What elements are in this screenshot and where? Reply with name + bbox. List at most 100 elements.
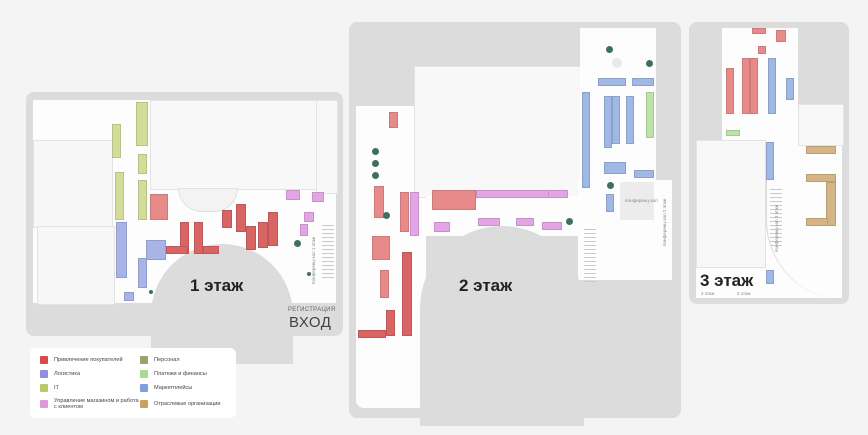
floor-3-room <box>798 104 844 146</box>
stand-logistics[interactable] <box>124 292 134 301</box>
floor-2-stairs <box>584 228 596 282</box>
tree-marker <box>566 218 573 225</box>
floor-3-room <box>696 140 766 268</box>
stand-marketplace[interactable] <box>604 96 612 148</box>
legend-label: IT <box>54 384 59 391</box>
stand-it[interactable] <box>115 172 124 220</box>
stand-acquisition[interactable] <box>402 252 412 336</box>
stand-marketplace[interactable] <box>766 142 774 180</box>
stand-store-management[interactable] <box>542 222 562 230</box>
stand-acquisition[interactable] <box>386 310 395 336</box>
stand-store-management[interactable] <box>410 192 419 236</box>
stand-acquisition[interactable] <box>750 58 758 114</box>
floor-3-label: 3 этаж <box>700 271 754 290</box>
legend-label: Платежи и финансы <box>154 370 207 377</box>
stand-acquisition[interactable] <box>258 222 268 248</box>
stand-industry[interactable] <box>806 146 836 154</box>
floor-1-atrium <box>151 244 293 364</box>
stand-marketplace[interactable] <box>632 78 654 86</box>
stand-it[interactable] <box>138 154 147 174</box>
stand-acquisition[interactable] <box>150 194 168 220</box>
tree-marker <box>372 172 379 179</box>
stand-store-management[interactable] <box>434 222 450 232</box>
entrance-registration-label: РЕГИСТРАЦИЯ <box>288 307 336 313</box>
stand-acquisition[interactable] <box>372 236 390 260</box>
stand-acquisition[interactable] <box>380 270 389 298</box>
legend-item: Привлечение покупателей <box>40 356 123 364</box>
floor-1-room <box>150 100 318 190</box>
stand-marketplace[interactable] <box>626 96 634 144</box>
stand-it[interactable] <box>112 124 121 158</box>
stand-store-management[interactable] <box>548 190 568 198</box>
stand-acquisition[interactable] <box>389 112 398 128</box>
stand-acquisition[interactable] <box>246 226 256 250</box>
stand-store-management[interactable] <box>304 212 314 222</box>
stand-store-management[interactable] <box>312 192 324 202</box>
stand-acquisition[interactable] <box>752 28 766 34</box>
stand-payments[interactable] <box>726 130 740 136</box>
legend-item: Логистика <box>40 370 80 378</box>
legend: Привлечение покупателей Персонал Логисти… <box>30 348 236 418</box>
tree-marker <box>307 272 311 276</box>
stand-store-management[interactable] <box>286 190 300 200</box>
legend-item: Управление магазином и работа с клиентом <box>40 398 142 411</box>
stand-acquisition[interactable] <box>374 186 384 218</box>
stand-acquisition[interactable] <box>776 30 786 42</box>
tree-marker <box>372 160 379 167</box>
legend-label: Управление магазином и работа с клиентом <box>54 398 139 411</box>
stand-acquisition[interactable] <box>358 330 386 338</box>
floor-1-stairs <box>322 222 334 278</box>
stand-acquisition[interactable] <box>268 212 278 246</box>
legend-swatch <box>140 356 148 364</box>
legend-swatch <box>140 384 148 392</box>
tree-marker <box>294 240 301 247</box>
floor-2-atrium <box>420 226 584 426</box>
stand-marketplace[interactable] <box>768 58 776 114</box>
floor-2-room <box>620 182 654 220</box>
stand-marketplace[interactable] <box>582 92 590 188</box>
tree-marker <box>372 148 379 155</box>
stand-logistics[interactable] <box>146 240 166 260</box>
legend-item: Платежи и финансы <box>140 370 207 378</box>
stand-acquisition[interactable] <box>236 204 246 232</box>
stand-it[interactable] <box>136 102 148 146</box>
tree-marker <box>383 212 390 219</box>
stand-store-management[interactable] <box>300 224 308 236</box>
stand-it[interactable] <box>138 180 147 220</box>
tree-marker <box>646 60 653 67</box>
stand-marketplace[interactable] <box>604 162 626 174</box>
legend-swatch <box>40 400 48 409</box>
stand-marketplace[interactable] <box>786 78 794 100</box>
stand-logistics[interactable] <box>138 258 147 288</box>
stand-acquisition[interactable] <box>432 190 476 210</box>
stand-store-management[interactable] <box>516 218 534 226</box>
stand-marketplace[interactable] <box>612 96 620 144</box>
legend-item: Персонал <box>140 356 180 364</box>
legend-swatch <box>140 400 148 408</box>
stand-acquisition[interactable] <box>742 58 750 114</box>
stand-marketplace[interactable] <box>606 194 614 212</box>
floor-3-sign: Конференц-зал 3 этаж <box>774 204 779 252</box>
stand-marketplace[interactable] <box>598 78 626 86</box>
stand-payments[interactable] <box>646 92 654 138</box>
floor-2-hall-label: Конференц-зал <box>625 198 658 203</box>
stand-acquisition[interactable] <box>166 246 188 254</box>
legend-label: Отраслевые организации <box>154 400 221 407</box>
stand-industry[interactable] <box>806 218 828 226</box>
stand-acquisition[interactable] <box>400 192 409 232</box>
stand-logistics[interactable] <box>116 222 127 278</box>
floor-1-sign: Конференц-зал 1 этаж <box>311 236 316 284</box>
stand-acquisition[interactable] <box>203 246 219 254</box>
legend-swatch <box>140 370 148 378</box>
stand-store-management[interactable] <box>478 218 500 226</box>
stand-industry[interactable] <box>806 174 836 182</box>
stand-acquisition[interactable] <box>758 46 766 54</box>
stand-marketplace[interactable] <box>766 270 774 284</box>
stand-acquisition[interactable] <box>222 210 232 228</box>
stand-marketplace[interactable] <box>634 170 654 178</box>
stand-acquisition[interactable] <box>194 222 203 254</box>
stand-acquisition[interactable] <box>726 68 734 114</box>
legend-swatch <box>40 356 48 364</box>
tree-marker <box>149 290 153 294</box>
stand-industry[interactable] <box>826 182 836 226</box>
